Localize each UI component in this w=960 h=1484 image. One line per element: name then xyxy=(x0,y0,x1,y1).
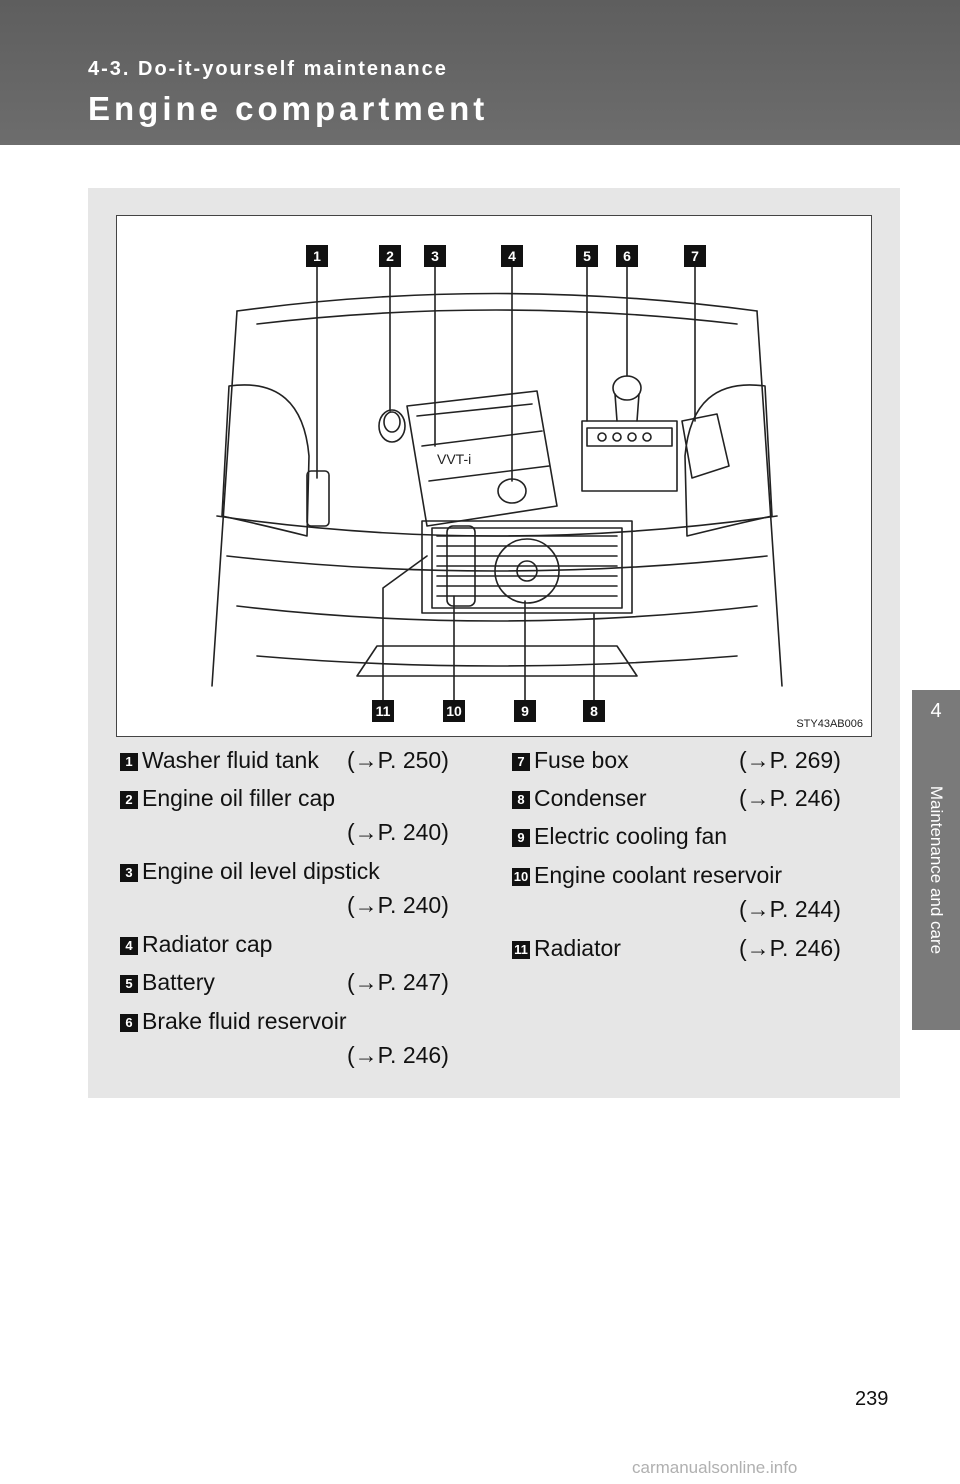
legend-ref: (→P. 250) xyxy=(347,747,449,773)
legend-ref: (→P. 246) xyxy=(739,935,841,961)
figure-label-10: 10 xyxy=(443,700,465,722)
figure-label-11: 11 xyxy=(372,700,394,722)
legend-badge: 8 xyxy=(512,791,530,809)
legend-name: Radiator xyxy=(534,935,621,961)
legend-badge: 5 xyxy=(120,975,138,993)
legend-name: Brake fluid reservoir xyxy=(142,1008,347,1034)
legend-ref: (→P. 247) xyxy=(347,969,449,995)
legend-ref: (→P. 269) xyxy=(739,747,841,773)
figure-label-7: 7 xyxy=(684,245,706,267)
page-title: Engine compartment xyxy=(88,90,489,127)
legend-ref: (→P. 246) xyxy=(739,785,841,811)
legend-badge: 4 xyxy=(120,937,138,955)
legend-ref: (→P. 244) xyxy=(739,896,841,922)
figure-label-6: 6 xyxy=(616,245,638,267)
figure-label-1: 1 xyxy=(306,245,328,267)
legend-name: Condenser xyxy=(534,785,647,811)
figure-label-8: 8 xyxy=(583,700,605,722)
figure-label-3: 3 xyxy=(424,245,446,267)
chapter-title: Maintenance and care xyxy=(927,785,946,955)
legend-name: Engine oil filler cap xyxy=(142,785,336,811)
legend-badge: 2 xyxy=(120,791,138,809)
engine-drawing: VVT-i xyxy=(211,265,783,702)
watermark: carmanualsonline.info xyxy=(632,1458,798,1477)
page-header: 4-3. Do-it-yourself maintenance Engine c… xyxy=(0,0,960,145)
engine-compartment-illustration: VVT-i xyxy=(116,215,872,737)
figure-label-9: 9 xyxy=(514,700,536,722)
figure-label-4: 4 xyxy=(501,245,523,267)
legend-badge: 6 xyxy=(120,1014,138,1032)
legend-badge: 11 xyxy=(512,941,530,959)
section-heading: 4-3. Do-it-yourself maintenance xyxy=(88,58,448,80)
legend-name: Engine coolant reservoir xyxy=(534,862,783,888)
legend-badge: 1 xyxy=(120,753,138,771)
legend-badge: 9 xyxy=(512,829,530,847)
legend-name: Electric cooling fan xyxy=(534,823,728,849)
svg-text:VVT-i: VVT-i xyxy=(437,451,471,467)
chapter-number: 4 xyxy=(930,700,942,722)
legend-badge: 3 xyxy=(120,864,138,882)
legend-name: Fuse box xyxy=(534,747,629,773)
legend-badge: 7 xyxy=(512,753,530,771)
legend-ref: (→P. 246) xyxy=(347,1042,449,1068)
figure-label-5: 5 xyxy=(576,245,598,267)
legend-badge: 10 xyxy=(512,868,530,886)
legend-name: Radiator cap xyxy=(142,931,273,957)
figure-code: STY43AB006 xyxy=(796,718,863,730)
legend-name: Engine oil level dipstick xyxy=(142,858,380,884)
legend-ref: (→P. 240) xyxy=(347,892,449,918)
legend-ref: (→P. 240) xyxy=(347,819,449,845)
figure-label-2: 2 xyxy=(379,245,401,267)
legend-name: Battery xyxy=(142,969,215,995)
legend-name: Washer fluid tank xyxy=(142,747,319,773)
chapter-tab[interactable]: 4 Maintenance and care xyxy=(912,690,960,1030)
page-number: 239 xyxy=(855,1388,889,1410)
